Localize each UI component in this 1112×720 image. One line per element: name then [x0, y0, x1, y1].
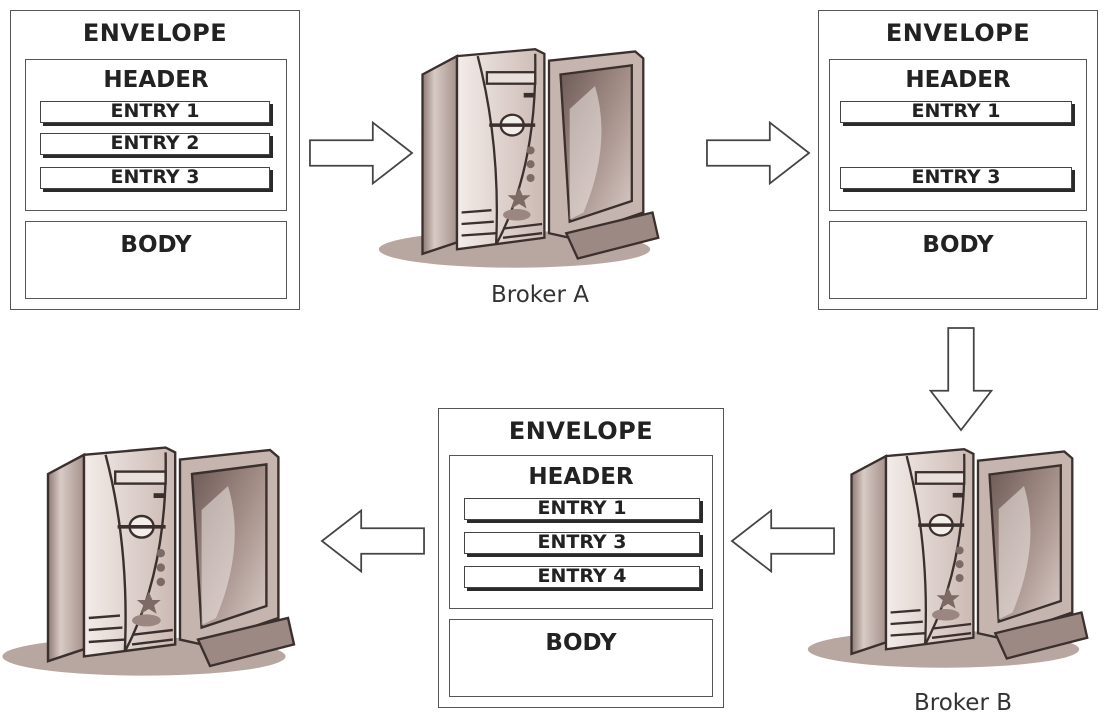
envelope-title: ENVELOPE	[82, 19, 228, 47]
computer-icon	[376, 40, 676, 270]
envelope-title: ENVELOPE	[508, 417, 654, 445]
hollow-arrow-icon	[728, 506, 836, 576]
header-entry: ENTRY 1	[40, 101, 270, 123]
envelope-original: ENVELOPE HEADER ENTRY 1 ENTRY 2 ENTRY 3 …	[10, 10, 300, 310]
header-entry: ENTRY 1	[840, 101, 1072, 123]
body-title: BODY	[120, 232, 192, 258]
header-entry: ENTRY 4	[464, 566, 700, 588]
broker-a-label: Broker A	[491, 282, 589, 308]
envelope-after-broker-a: ENVELOPE HEADER ENTRY 1 ENTRY 3 BODY	[818, 10, 1098, 310]
body-section: BODY	[829, 221, 1087, 299]
hollow-arrow-icon	[705, 118, 813, 188]
header-entry: ENTRY 3	[464, 532, 700, 554]
header-entry: ENTRY 3	[840, 167, 1072, 189]
body-title: BODY	[545, 630, 617, 656]
header-entry: ENTRY 1	[464, 498, 700, 520]
envelope-title: ENVELOPE	[885, 19, 1031, 47]
envelope-after-broker-b: ENVELOPE HEADER ENTRY 1 ENTRY 3 ENTRY 4 …	[438, 408, 724, 708]
header-entry: ENTRY 2	[40, 133, 270, 155]
body-section: BODY	[449, 619, 713, 697]
header-title: HEADER	[528, 464, 634, 490]
header-entry: ENTRY 3	[40, 167, 270, 189]
body-section: BODY	[25, 221, 287, 299]
hollow-arrow-icon	[926, 326, 996, 434]
computer-icon	[0, 438, 316, 678]
computer-icon	[800, 440, 1110, 670]
header-section: HEADER ENTRY 1 ENTRY 3	[829, 59, 1087, 211]
header-title: HEADER	[103, 67, 209, 93]
hollow-arrow-icon	[318, 506, 426, 576]
body-title: BODY	[922, 232, 994, 258]
header-section: HEADER ENTRY 1 ENTRY 2 ENTRY 3	[25, 59, 287, 211]
broker-b-label: Broker B	[914, 690, 1012, 716]
header-section: HEADER ENTRY 1 ENTRY 3 ENTRY 4	[449, 455, 713, 609]
header-title: HEADER	[905, 67, 1011, 93]
